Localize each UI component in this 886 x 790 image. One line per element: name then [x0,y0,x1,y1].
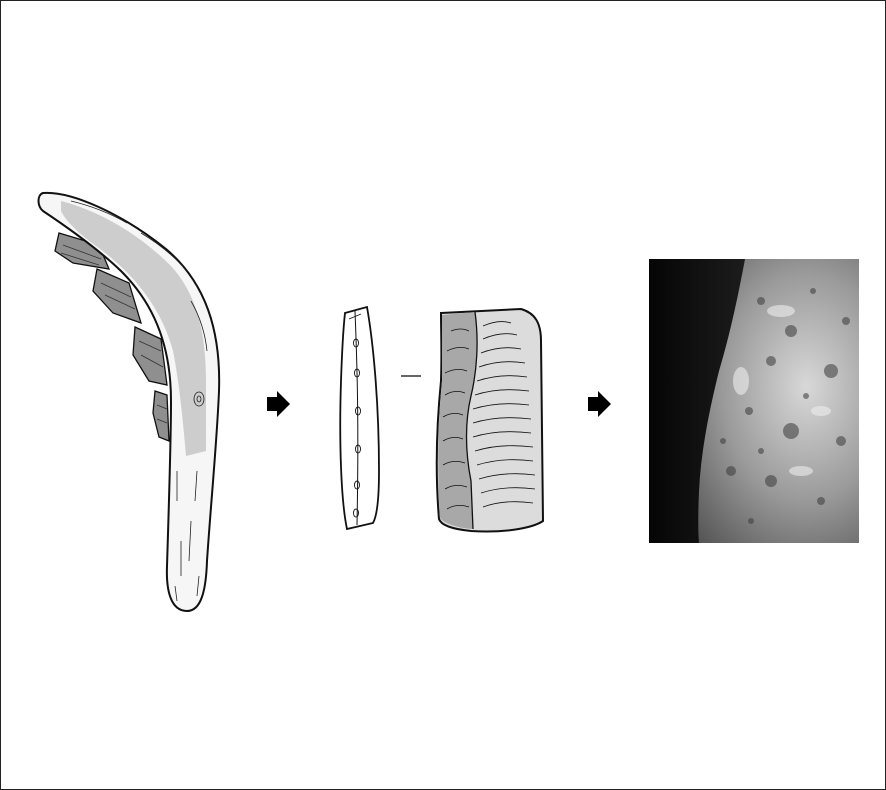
blade-face-drawing [437,309,543,532]
blade-profile-drawing [340,307,379,529]
arrow-right-icon [267,391,290,417]
sickle-drawing [39,193,220,611]
arrow-right-icon [588,391,611,417]
use-wear-micrograph [649,259,859,543]
